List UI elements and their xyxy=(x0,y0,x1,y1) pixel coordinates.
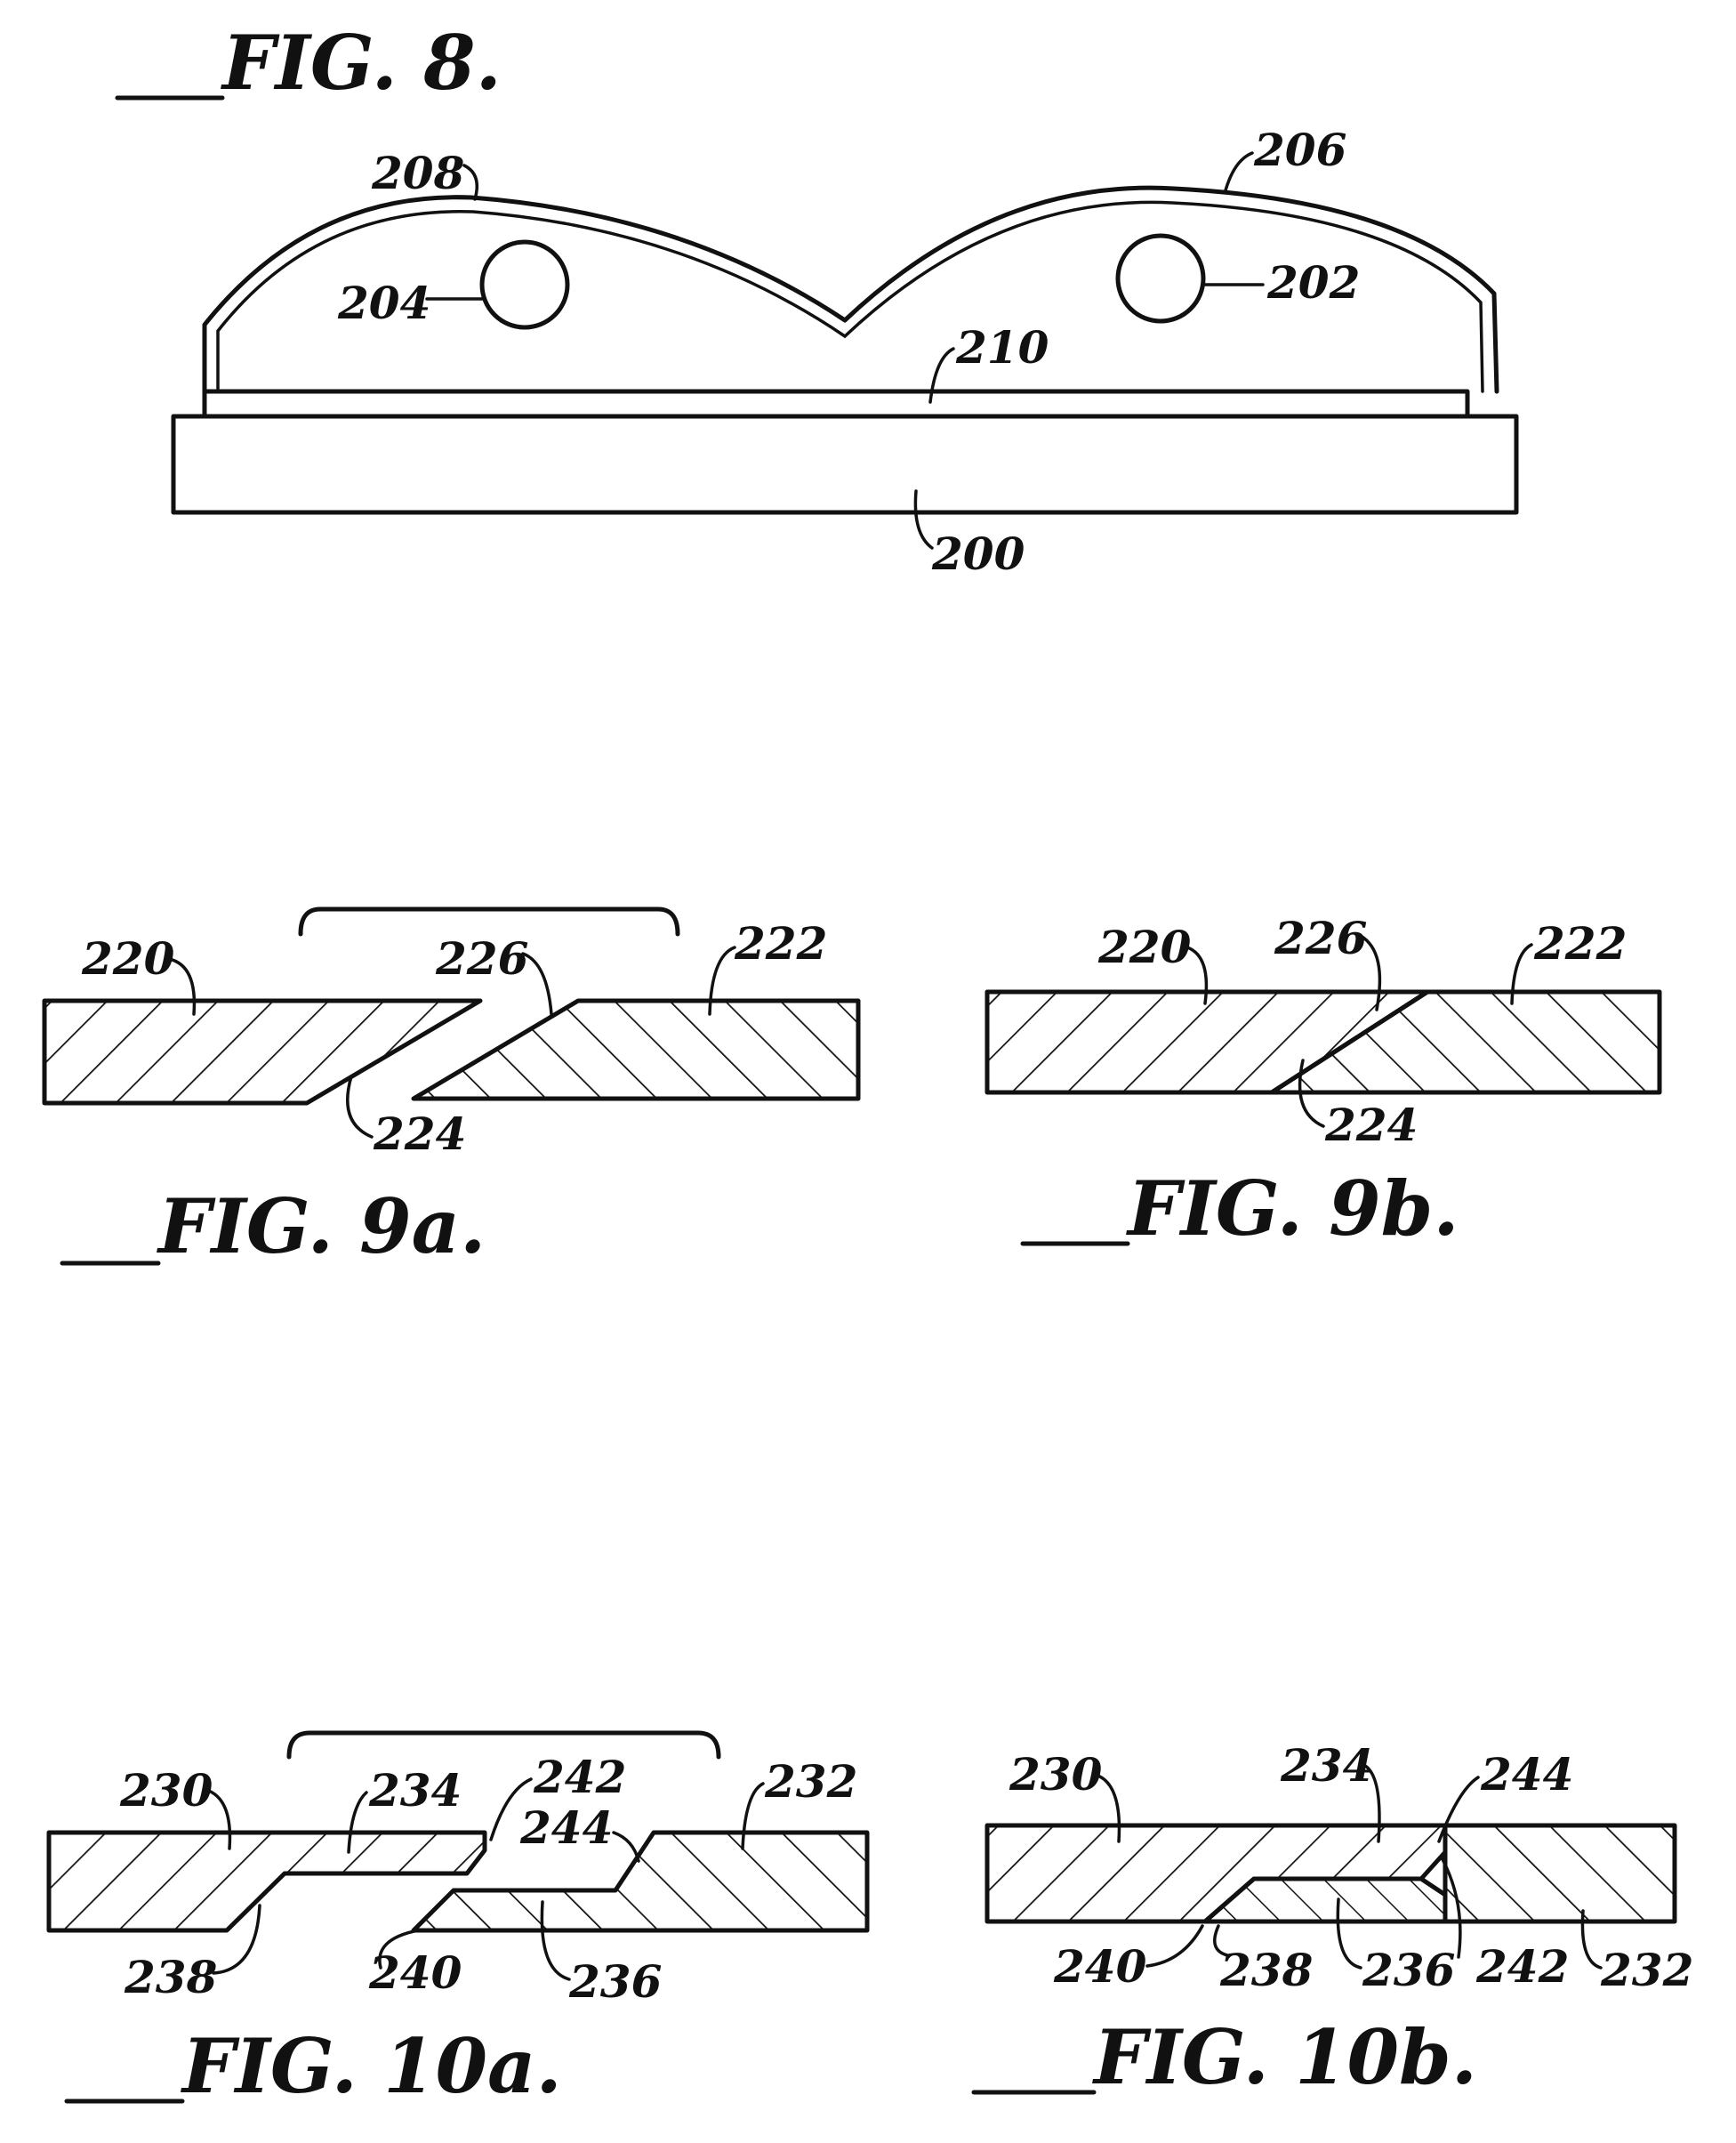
label-210: 210 xyxy=(955,321,1049,374)
fig10b-part-232 xyxy=(1445,1825,1675,1921)
fig10a-title: FIG. 10a. xyxy=(181,2022,562,2110)
fig8-title: FIG. 8. xyxy=(221,19,502,107)
fig10a-label-242: 242 xyxy=(533,1751,626,1803)
label-204: 204 xyxy=(337,277,430,329)
fig9a-label-220: 220 xyxy=(81,932,175,985)
label-200: 200 xyxy=(931,528,1025,580)
fig10a-part-230 xyxy=(49,1833,485,1930)
fig10b-label-244: 244 xyxy=(1480,1748,1573,1801)
substrate-200 xyxy=(173,416,1516,512)
label-208: 208 xyxy=(371,147,464,199)
fig9b-label-220: 220 xyxy=(1097,921,1192,973)
fig10a-label-230: 230 xyxy=(119,1764,213,1817)
fig10b-label-232: 232 xyxy=(1600,1944,1693,1996)
fig10a-bracket xyxy=(289,1733,719,1757)
fig9a-label-224: 224 xyxy=(373,1108,466,1160)
fig10b-title: FIG. 10b. xyxy=(1092,2013,1477,2101)
figure-9a: 220 226 222 224 FIG. 9a. xyxy=(44,909,858,1270)
fig10a-label-234: 234 xyxy=(368,1764,462,1817)
fig10a-label-236: 236 xyxy=(568,1955,662,2008)
figure-8: FIG. 8. 208 206 204 202 210 200 xyxy=(117,19,1516,580)
layer-210 xyxy=(205,391,1467,416)
figure-10b: 230 234 244 240 238 236 242 232 FIG. 10b… xyxy=(974,1739,1693,2101)
fig10b-leader-240 xyxy=(1147,1926,1202,1966)
leader-206 xyxy=(1226,153,1252,190)
fig9a-part-220 xyxy=(44,1001,480,1103)
fig10b-label-242: 242 xyxy=(1475,1940,1569,1993)
fig10a-label-240: 240 xyxy=(368,1946,462,1999)
figure-10a: 230 234 242 244 232 238 240 236 FIG. 10a… xyxy=(49,1733,867,2110)
fig10a-label-238: 238 xyxy=(124,1951,217,2003)
leader-208 xyxy=(464,165,477,199)
fig9a-title: FIG. 9a. xyxy=(157,1182,486,1270)
fig9b-label-226: 226 xyxy=(1274,912,1367,964)
fig9a-label-226: 226 xyxy=(435,932,528,985)
fig9b-label-224: 224 xyxy=(1324,1099,1418,1151)
fig10a-label-232: 232 xyxy=(764,1755,857,1808)
fig9a-leader-224 xyxy=(348,1076,372,1137)
fig9b-title: FIG. 9b. xyxy=(1126,1164,1459,1253)
fig10b-label-238: 238 xyxy=(1219,1944,1313,1996)
fig9b-label-222: 222 xyxy=(1533,917,1627,970)
fiber-204 xyxy=(482,242,567,327)
fig10a-label-244: 244 xyxy=(519,1801,613,1854)
fig10b-label-236: 236 xyxy=(1362,1944,1455,1996)
fig10b-label-234: 234 xyxy=(1280,1739,1373,1792)
fig10a-leader-244 xyxy=(614,1833,639,1861)
figure-9b: 220 226 222 224 FIG. 9b. xyxy=(987,912,1660,1253)
fig9a-label-222: 222 xyxy=(734,917,827,970)
fig10b-label-230: 230 xyxy=(1009,1748,1103,1801)
fig9a-bracket xyxy=(301,909,678,934)
fiber-202 xyxy=(1118,236,1203,321)
label-202: 202 xyxy=(1266,256,1360,309)
fig9a-part-222 xyxy=(414,1001,858,1099)
fig10b-label-240: 240 xyxy=(1053,1940,1147,1993)
label-206: 206 xyxy=(1253,124,1346,176)
